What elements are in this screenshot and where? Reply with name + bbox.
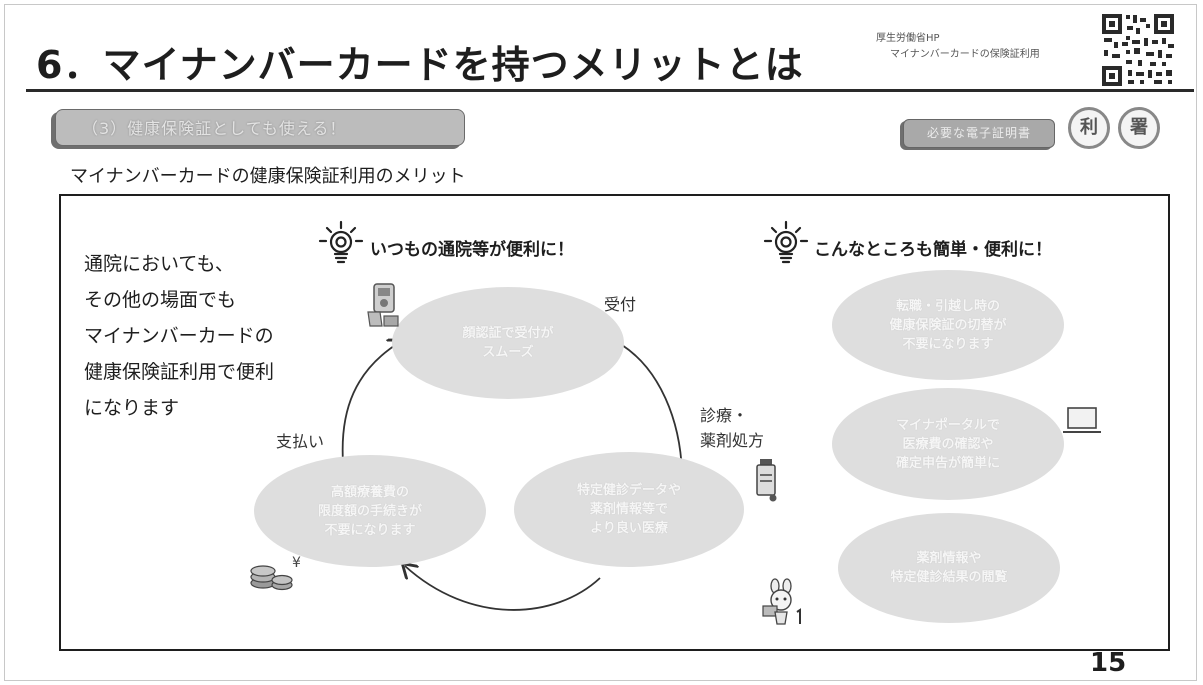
oval-reception: 顔認証で受付がスムーズ bbox=[392, 287, 624, 399]
intro-line: 健康保険証利用で便利 bbox=[84, 361, 275, 383]
oval-text: 薬剤情報や bbox=[916, 551, 982, 566]
signature-certificate-circle: 署 bbox=[1118, 107, 1160, 149]
oval-text: 薬剤情報等で bbox=[589, 502, 668, 517]
oval-payment: 高額療養費の限度額の手続きが不要になります bbox=[254, 455, 486, 567]
intro-line: その他の場面でも bbox=[84, 289, 237, 311]
svg-text:¥: ¥ bbox=[292, 555, 301, 571]
oval-text: 不要になります bbox=[324, 522, 416, 538]
intro-line: マイナンバーカードの bbox=[84, 325, 274, 347]
oval-text: マイナポータルで bbox=[896, 417, 1000, 433]
source-sublabel: マイナンバーカードの保険証利用 bbox=[890, 49, 1040, 60]
intro-text: 通院においても、 その他の場面でも マイナンバーカードの 健康保険証利用で便利 … bbox=[84, 246, 274, 426]
section-heading-visits: いつもの通院等が便利に！ bbox=[370, 240, 574, 260]
oval-medical-info: 特定健診データや薬剤情報等でより良い医療 bbox=[514, 452, 744, 567]
mascot-icon bbox=[762, 578, 801, 625]
page-title: 6．マイナンバーカードを持つメリットとは bbox=[36, 43, 804, 87]
oval-job-change: 転職・引越し時の健康保険証の切替が不要になります bbox=[832, 270, 1064, 380]
page-number: 15 bbox=[1090, 648, 1127, 678]
usage-certificate-circle: 利 bbox=[1068, 107, 1110, 149]
content-box bbox=[59, 194, 1170, 651]
medicine-bottle-icon bbox=[756, 459, 777, 502]
oval-text: 医療費の確認や bbox=[902, 436, 994, 452]
oval-text: より良い医療 bbox=[590, 521, 668, 536]
label-exam: 診療・ bbox=[700, 406, 749, 425]
oval-text: 特定健診結果の閲覧 bbox=[890, 570, 1008, 585]
label-reception: 受付 bbox=[604, 295, 637, 314]
section-heading-convenience: こんなところも簡単・便利に！ bbox=[814, 240, 1052, 260]
oval-text: スムーズ bbox=[482, 345, 534, 360]
intro-line: 通院においても、 bbox=[84, 253, 234, 275]
oval-text: 確定申告が簡単に bbox=[895, 455, 1000, 471]
coins-yen-icon: ¥ bbox=[250, 555, 301, 591]
subheading-tab: （3）健康保険証としても使える！ bbox=[55, 109, 465, 146]
intro-line: になります bbox=[84, 397, 180, 419]
oval-text: 顔認証で受付が bbox=[462, 326, 554, 341]
oval-text: 限度額の手続きが bbox=[317, 503, 422, 519]
oval-myna-portal: マイナポータルで医療費の確認や確定申告が簡単に bbox=[832, 388, 1064, 500]
laptop-icon bbox=[1063, 407, 1101, 433]
source-label: 厚生労働省HP bbox=[876, 33, 940, 44]
benefit-heading: マイナンバーカードの健康保険証利用のメリット bbox=[70, 166, 466, 187]
label-prescription: 薬剤処方 bbox=[700, 431, 765, 450]
oval-text: 健康保険証の切替が bbox=[889, 317, 1007, 333]
oval-text: 不要になります bbox=[902, 336, 994, 352]
qr-code-icon bbox=[1100, 12, 1176, 88]
oval-text: 高額療養費の bbox=[330, 484, 409, 500]
required-certificate-badge: 必要な電子証明書 bbox=[903, 119, 1055, 148]
lightbulb-icon bbox=[318, 220, 364, 264]
oval-text: 転職・引越し時の bbox=[895, 298, 1000, 314]
slide-frame bbox=[4, 4, 1197, 681]
label-payment: 支払い bbox=[276, 432, 325, 451]
title-underline bbox=[26, 89, 1194, 92]
reception-terminal-icon bbox=[367, 283, 399, 327]
lightbulb-icon bbox=[763, 220, 809, 264]
oval-drug-info: 薬剤情報や特定健診結果の閲覧 bbox=[838, 513, 1060, 623]
oval-text: 特定健診データや bbox=[576, 483, 681, 498]
